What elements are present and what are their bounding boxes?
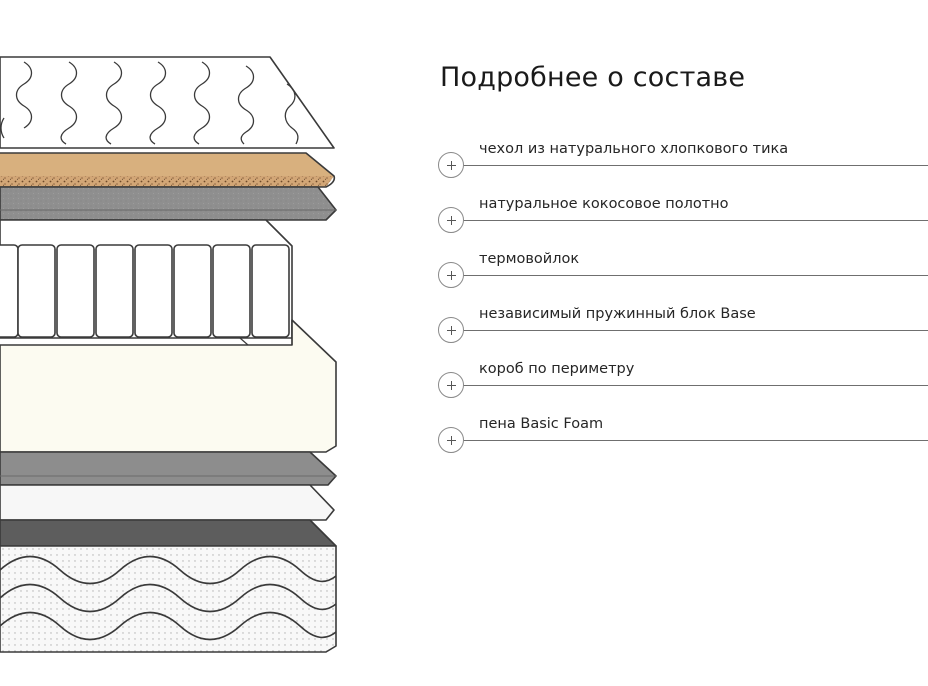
expand-button[interactable]: [438, 427, 464, 453]
expand-button[interactable]: [438, 152, 464, 178]
plus-icon: [446, 160, 456, 170]
divider-line: [452, 440, 928, 441]
plus-icon: [446, 435, 456, 445]
plus-icon: [446, 325, 456, 335]
divider-line: [452, 275, 928, 276]
layer-item-felt[interactable]: термовойлок: [438, 238, 928, 293]
layer-label: пена Basic Foam: [479, 416, 604, 432]
expand-button[interactable]: [438, 317, 464, 343]
layer-item-cover[interactable]: чехол из натурального хлопкового тика: [438, 128, 928, 183]
base-foam-waves-drawing: [0, 555, 337, 641]
expand-button[interactable]: [438, 207, 464, 233]
layer-label: независимый пружинный блок Base: [479, 306, 756, 322]
perimeter-box-drawing: [0, 319, 337, 453]
cover-layer-drawing: [0, 56, 335, 149]
coconut-layer-drawing: [0, 152, 336, 188]
plus-icon: [446, 380, 456, 390]
layer-item-spring-block[interactable]: независимый пружинный блок Base: [438, 293, 928, 348]
divider-line: [452, 165, 928, 166]
layer-label: термовойлок: [479, 251, 580, 267]
expand-button[interactable]: [438, 372, 464, 398]
layer-item-coconut[interactable]: натуральное кокосовое полотно: [438, 183, 928, 238]
layer-label: короб по периметру: [479, 361, 635, 377]
layers-list: чехол из натурального хлопкового тика на…: [438, 128, 928, 458]
spring-block-drawing: [0, 219, 293, 339]
divider-line: [452, 330, 928, 331]
plus-icon: [446, 270, 456, 280]
layer-label: натуральное кокосовое полотно: [479, 196, 729, 212]
foam-layers-drawing: [0, 451, 337, 653]
layer-label: чехол из натурального хлопкового тика: [479, 141, 789, 157]
felt-layer-drawing: [0, 186, 337, 221]
divider-line: [452, 385, 928, 386]
mattress-layers-illustration: [0, 56, 337, 653]
layer-item-base-foam[interactable]: пена Basic Foam: [438, 403, 928, 458]
plus-icon: [446, 215, 456, 225]
expand-button[interactable]: [438, 262, 464, 288]
divider-line: [452, 220, 928, 221]
section-title: Подробнее о составе: [440, 62, 746, 93]
layer-item-perimeter-box[interactable]: короб по периметру: [438, 348, 928, 403]
